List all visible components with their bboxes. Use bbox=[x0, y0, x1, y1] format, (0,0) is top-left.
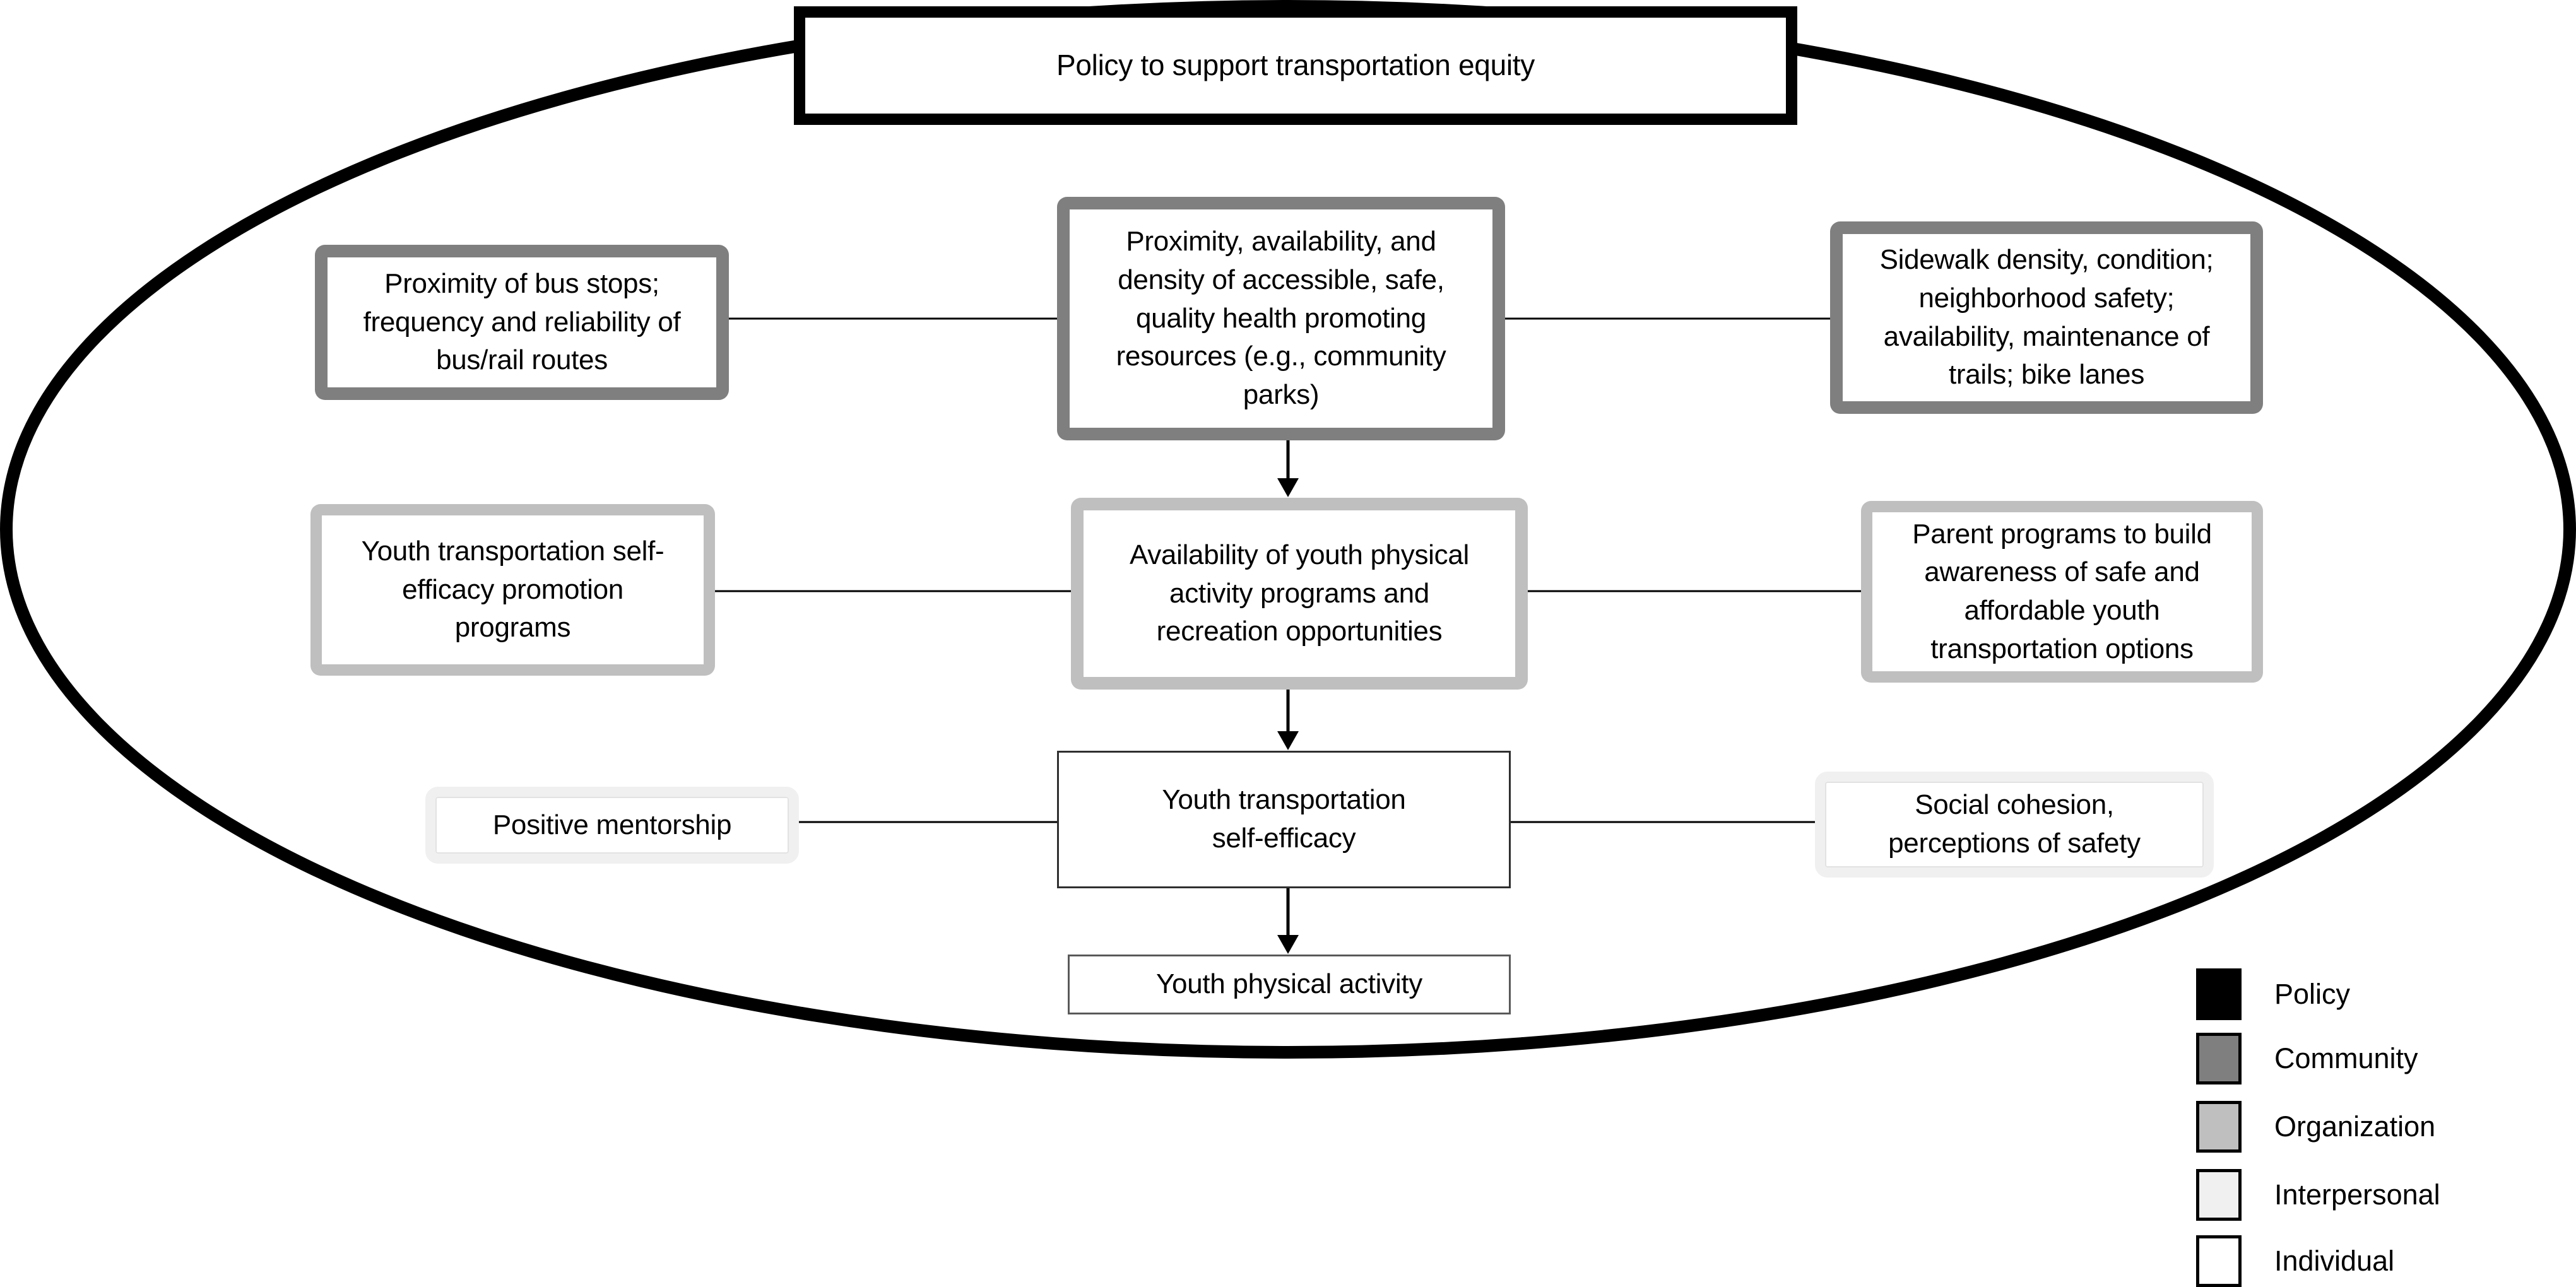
legend-label-community: Community bbox=[2274, 1042, 2418, 1074]
arrow-organization-to-selfefficacy bbox=[1277, 690, 1299, 750]
legend-row-individual: Individual bbox=[2196, 1235, 2394, 1287]
individual-box-self-efficacy: Youth transportation self-efficacy bbox=[1057, 751, 1511, 888]
community-box-health-resources: Proximity, availability, and density of … bbox=[1057, 197, 1505, 440]
legend-row-interpersonal: Interpersonal bbox=[2196, 1169, 2440, 1221]
community-box-health-resources-label: Proximity, availability, and density of … bbox=[1116, 226, 1446, 411]
legend-label-interpersonal: Interpersonal bbox=[2274, 1178, 2440, 1211]
community-box-sidewalks-label: Sidewalk density, condition; neighborhoo… bbox=[1879, 244, 2214, 391]
interpersonal-box-mentorship: Positive mentorship bbox=[425, 787, 799, 864]
legend-row-organization: Organization bbox=[2196, 1101, 2435, 1153]
organization-box-promotion-programs: Youth transportation self- efficacy prom… bbox=[310, 504, 715, 676]
legend-label-individual: Individual bbox=[2274, 1245, 2395, 1277]
community-box-bus-stops-label: Proximity of bus stops; frequency and re… bbox=[363, 267, 681, 376]
legend-label-organization: Organization bbox=[2274, 1110, 2436, 1143]
individual-box-self-efficacy-label: Youth transportation self-efficacy bbox=[1162, 784, 1406, 854]
legend-swatch-individual bbox=[2196, 1235, 2242, 1287]
legend-swatch-interpersonal bbox=[2196, 1169, 2242, 1221]
organization-box-promotion-programs-label: Youth transportation self- efficacy prom… bbox=[361, 535, 665, 644]
interpersonal-box-social-cohesion: Social cohesion, perceptions of safety bbox=[1815, 772, 2214, 878]
policy-box-label: Policy to support transportation equity bbox=[1056, 49, 1535, 82]
interpersonal-box-social-cohesion-label: Social cohesion, perceptions of safety bbox=[1888, 789, 2141, 859]
community-box-sidewalks: Sidewalk density, condition; neighborhoo… bbox=[1830, 221, 2263, 414]
organization-box-activity-programs: Availability of youth physical activity … bbox=[1071, 498, 1528, 690]
arrow-community-to-organization bbox=[1277, 440, 1299, 497]
organization-box-parent-programs: Parent programs to build awareness of sa… bbox=[1861, 501, 2263, 683]
legend-swatch-organization bbox=[2196, 1101, 2242, 1153]
individual-box-physical-activity-label: Youth physical activity bbox=[1156, 968, 1422, 1000]
organization-box-activity-programs-label: Availability of youth physical activity … bbox=[1129, 539, 1470, 647]
policy-box: Policy to support transportation equity bbox=[794, 6, 1797, 125]
arrow-selfefficacy-to-activity bbox=[1277, 888, 1299, 954]
legend-swatch-policy bbox=[2196, 968, 2242, 1020]
legend-swatch-community bbox=[2196, 1033, 2242, 1084]
individual-box-physical-activity: Youth physical activity bbox=[1068, 955, 1511, 1014]
interpersonal-box-mentorship-label: Positive mentorship bbox=[492, 809, 732, 840]
legend-row-community: Community bbox=[2196, 1033, 2418, 1084]
community-box-bus-stops: Proximity of bus stops; frequency and re… bbox=[315, 245, 729, 400]
organization-box-parent-programs-label: Parent programs to build awareness of sa… bbox=[1912, 518, 2212, 664]
legend-row-policy: Policy bbox=[2196, 968, 2350, 1020]
legend-label-policy: Policy bbox=[2274, 978, 2351, 1010]
